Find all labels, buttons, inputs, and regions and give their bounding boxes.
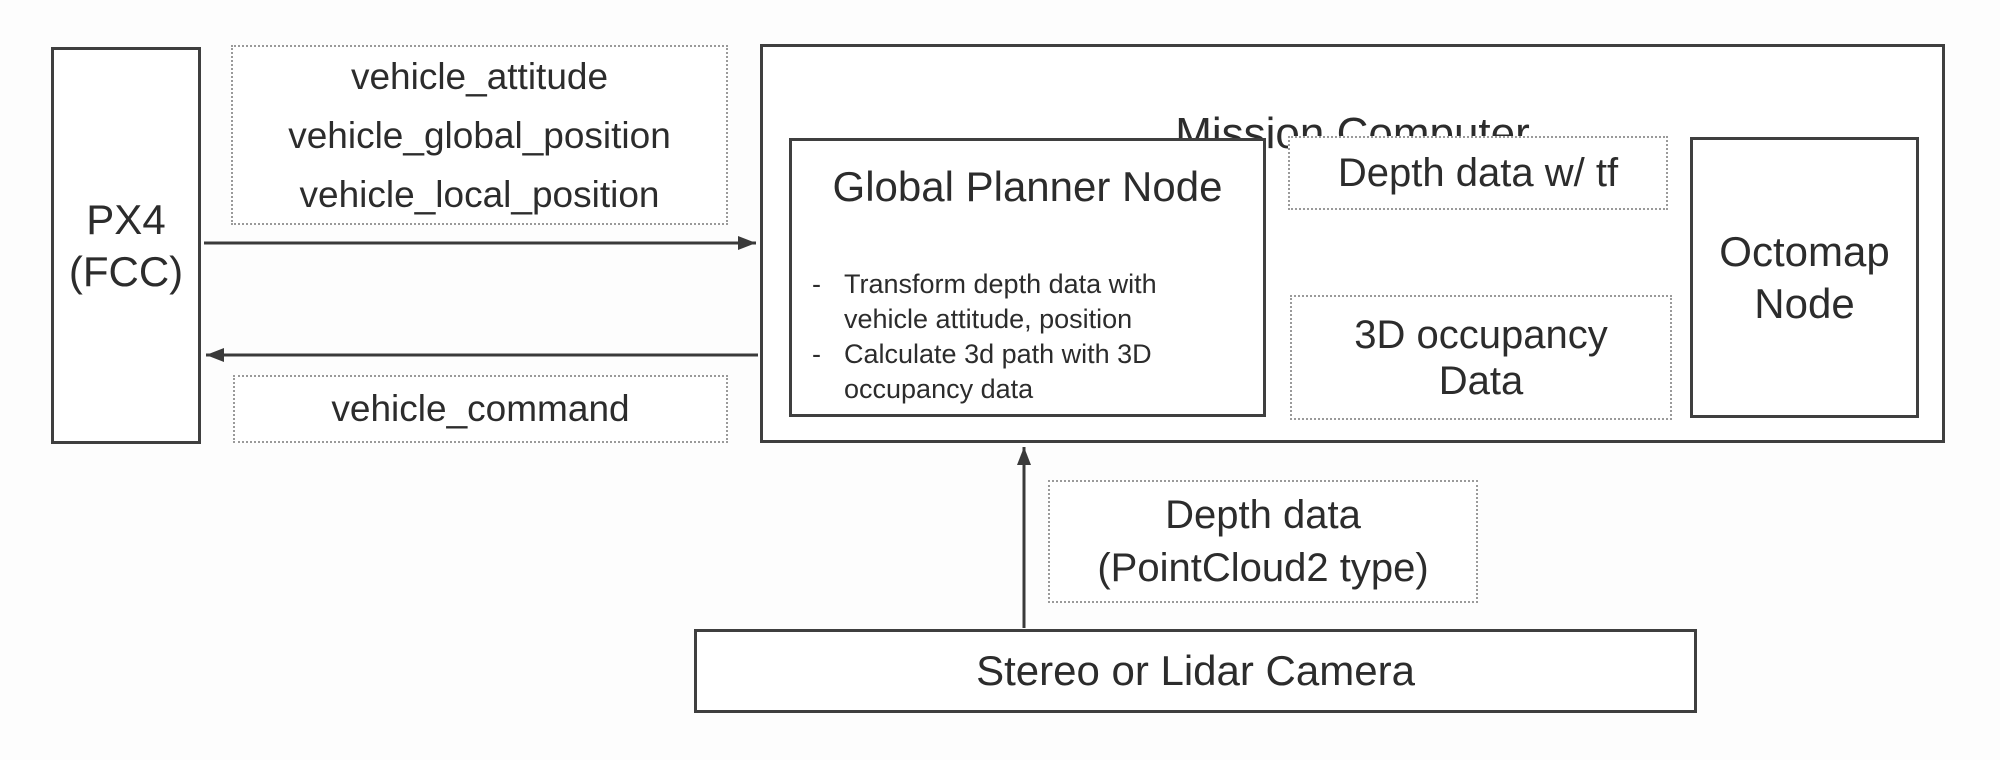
bullet-text: Transform depth data with vehicle attitu… bbox=[844, 267, 1157, 337]
depth-pc2-label-line: Depth data bbox=[1165, 492, 1361, 537]
camera-label: Stereo or Lidar Camera bbox=[976, 647, 1415, 694]
px4-label-line: (FCC) bbox=[68, 247, 184, 295]
node-octomap: Octomap Node bbox=[1690, 137, 1919, 418]
label-box-depth-pointcloud2: Depth data (PointCloud2 type) bbox=[1048, 480, 1478, 603]
bullet-line: Transform depth data with bbox=[844, 269, 1157, 299]
label-box-vehicle-command: vehicle_command bbox=[233, 375, 728, 443]
vehicle-command-label: vehicle_command bbox=[331, 388, 630, 429]
node-stereo-lidar-camera: Stereo or Lidar Camera bbox=[694, 629, 1697, 713]
bullet-text: Calculate 3d path with 3D occupancy data bbox=[844, 337, 1152, 407]
global-planner-bullets: - Transform depth data with vehicle atti… bbox=[812, 267, 1242, 407]
bullet-dash: - bbox=[812, 269, 821, 299]
node-global-planner: Global Planner Node - Transform depth da… bbox=[789, 138, 1266, 417]
label-box-uorb-topics: vehicle_attitude vehicle_global_position… bbox=[231, 45, 728, 225]
global-planner-title: Global Planner Node bbox=[832, 163, 1223, 210]
topic-label: vehicle_attitude bbox=[350, 55, 609, 97]
global-planner-bullet: - Calculate 3d path with 3D occupancy da… bbox=[812, 337, 1242, 407]
label-box-depth-data-tf: Depth data w/ tf bbox=[1288, 136, 1668, 210]
bullet-line: Calculate 3d path with 3D bbox=[844, 339, 1152, 369]
occupancy-label-line: 3D occupancy bbox=[1354, 312, 1608, 357]
topic-label: vehicle_global_position bbox=[288, 114, 671, 156]
node-px4-fcc: PX4 (FCC) bbox=[51, 47, 201, 444]
octomap-label-line: Node bbox=[1754, 279, 1855, 327]
depth-tf-label: Depth data w/ tf bbox=[1337, 150, 1619, 195]
label-box-3d-occupancy: 3D occupancy Data bbox=[1290, 295, 1672, 420]
px4-label-line: PX4 bbox=[86, 195, 166, 243]
occupancy-label-line: Data bbox=[1438, 358, 1524, 403]
octomap-label-line: Octomap bbox=[1719, 227, 1890, 275]
bullet-dash: - bbox=[812, 339, 821, 369]
topic-label: vehicle_local_position bbox=[299, 173, 660, 215]
depth-pc2-label-line: (PointCloud2 type) bbox=[1097, 545, 1429, 590]
bullet-line: occupancy data bbox=[844, 374, 1034, 404]
bullet-line: vehicle attitude, position bbox=[844, 304, 1133, 334]
global-planner-bullet: - Transform depth data with vehicle atti… bbox=[812, 267, 1242, 337]
